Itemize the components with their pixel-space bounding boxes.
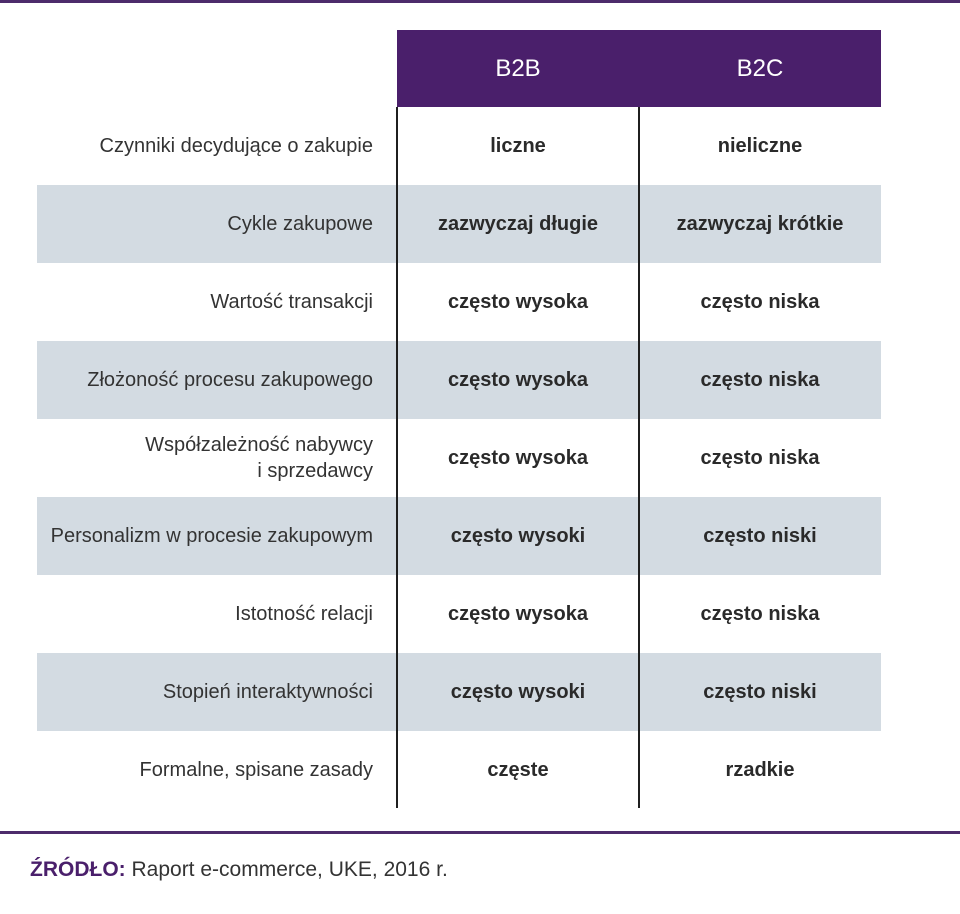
b2b-value: często wysoki (450, 524, 586, 547)
table-row: Wartość transakcji często wysoka często … (37, 263, 881, 341)
source-note: ŹRÓDŁO: Raport e-commerce, UKE, 2016 r. (30, 858, 448, 882)
column-divider-left (396, 107, 398, 808)
table-row: Stopień interaktywności często wysoki cz… (37, 653, 881, 731)
b2b-value: często wysoka (447, 290, 589, 313)
source-label: ŹRÓDŁO: (30, 858, 126, 881)
table-row: Cykle zakupowe zazwyczaj długie zazwycza… (37, 185, 881, 263)
row-label-line1: Współzależność nabywcy (145, 434, 373, 456)
row-label: Złożoność procesu zakupowego (87, 369, 373, 391)
table-row: Złożoność procesu zakupowego często wyso… (37, 341, 881, 419)
b2b-value: często wysoki (450, 680, 586, 703)
column-divider-middle (638, 107, 640, 808)
b2c-value: często niska (700, 446, 820, 469)
bottom-rule (0, 831, 960, 834)
b2c-value: często niska (700, 602, 820, 625)
row-label: Cykle zakupowe (227, 213, 373, 235)
row-label: Stopień interaktywności (162, 681, 373, 703)
b2b-value: często wysoka (447, 446, 589, 469)
row-label-line2: i sprzedawcy (257, 460, 373, 482)
row-label: Czynniki decydujące o zakupie (99, 135, 374, 157)
b2b-value: częste (487, 758, 549, 781)
table-row: Istotność relacji często wysoka często n… (37, 575, 881, 653)
b2c-value: rzadkie (725, 758, 795, 781)
table-row: Czynniki decydujące o zakupie liczne nie… (37, 107, 881, 185)
b2c-value: nieliczne (717, 134, 803, 157)
b2c-value: często niska (700, 290, 820, 313)
top-rule (0, 0, 960, 3)
b2c-value: często niska (700, 368, 820, 391)
header-b2c: B2C (736, 54, 784, 82)
b2b-value: często wysoka (447, 602, 589, 625)
table-row: Personalizm w procesie zakupowym często … (37, 497, 881, 575)
row-label: Formalne, spisane zasady (139, 759, 373, 781)
b2c-value: zazwyczaj krótkie (676, 212, 844, 235)
table-row: Formalne, spisane zasady częste rzadkie (37, 731, 881, 809)
b2b-value: zazwyczaj długie (437, 212, 599, 235)
table-row: Współzależność nabywcy i sprzedawcy częs… (37, 419, 881, 497)
source-text: Raport e-commerce, UKE, 2016 r. (125, 858, 448, 881)
table-header: B2B B2C (397, 30, 881, 107)
b2b-value: często wysoka (447, 368, 589, 391)
comparison-table: Czynniki decydujące o zakupie liczne nie… (37, 107, 881, 809)
row-label: Personalizm w procesie zakupowym (50, 525, 373, 547)
row-label: Istotność relacji (235, 603, 373, 625)
row-label: Wartość transakcji (210, 291, 373, 313)
row-label: Współzależność nabywcy i sprzedawcy (37, 419, 385, 497)
b2b-value: liczne (490, 134, 546, 157)
header-b2b: B2B (495, 54, 541, 82)
b2c-value: często niski (703, 680, 817, 703)
b2c-value: często niski (703, 524, 817, 547)
